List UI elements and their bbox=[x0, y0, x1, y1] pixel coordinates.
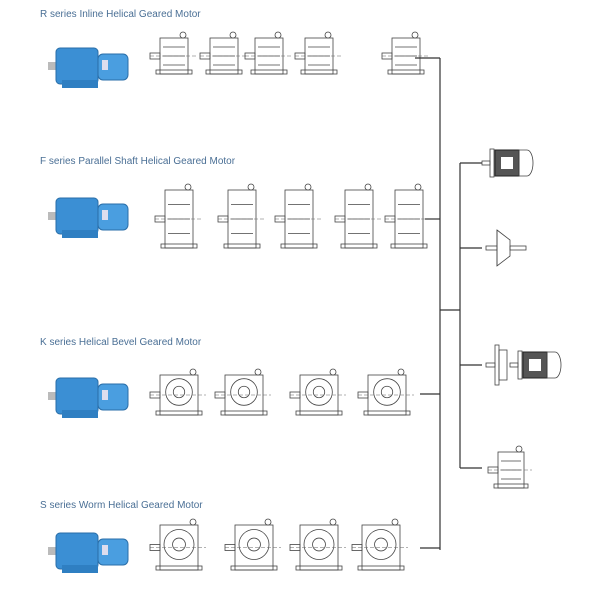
r-series-drawing-5 bbox=[381, 31, 428, 75]
s-series-drawing-2 bbox=[224, 518, 281, 571]
motor-with-adapter-icon bbox=[509, 350, 562, 380]
motor-adapter-icon bbox=[485, 344, 508, 386]
k-series-drawing-1 bbox=[149, 368, 206, 416]
r-series-drawing-2 bbox=[199, 31, 246, 75]
input-shaft-adapter-icon bbox=[485, 229, 527, 267]
s-series-drawing-1 bbox=[149, 518, 206, 571]
r-series-title: R series Inline Helical Geared Motor bbox=[40, 9, 201, 20]
f-series-drawing-5 bbox=[384, 183, 431, 249]
electric-motor-icon bbox=[481, 148, 534, 178]
k-series-drawing-3 bbox=[289, 368, 346, 416]
r-series-drawing-1 bbox=[149, 31, 196, 75]
f-series-product-photo bbox=[48, 197, 129, 238]
f-series-drawing-4 bbox=[334, 183, 381, 249]
k-series-product-photo bbox=[48, 377, 129, 418]
r-series-drawing-4 bbox=[294, 31, 341, 75]
k-series-title: K series Helical Bevel Geared Motor bbox=[40, 337, 202, 348]
k-series-drawing-4 bbox=[357, 368, 414, 416]
r-series-drawing-3 bbox=[244, 31, 291, 75]
f-series-drawing-1 bbox=[154, 183, 201, 249]
k-series-drawing-2 bbox=[214, 368, 271, 416]
s-series-drawing-3 bbox=[289, 518, 346, 571]
f-series-title: F series Parallel Shaft Helical Geared M… bbox=[40, 156, 236, 167]
s-series-title: S series Worm Helical Geared Motor bbox=[40, 500, 203, 511]
helical-pre-stage-reducer-icon bbox=[487, 445, 532, 489]
r-series-product-photo bbox=[48, 47, 129, 88]
s-series-product-photo bbox=[48, 532, 129, 573]
f-series-drawing-2 bbox=[217, 183, 264, 249]
f-series-drawing-3 bbox=[274, 183, 321, 249]
s-series-drawing-4 bbox=[351, 518, 408, 571]
